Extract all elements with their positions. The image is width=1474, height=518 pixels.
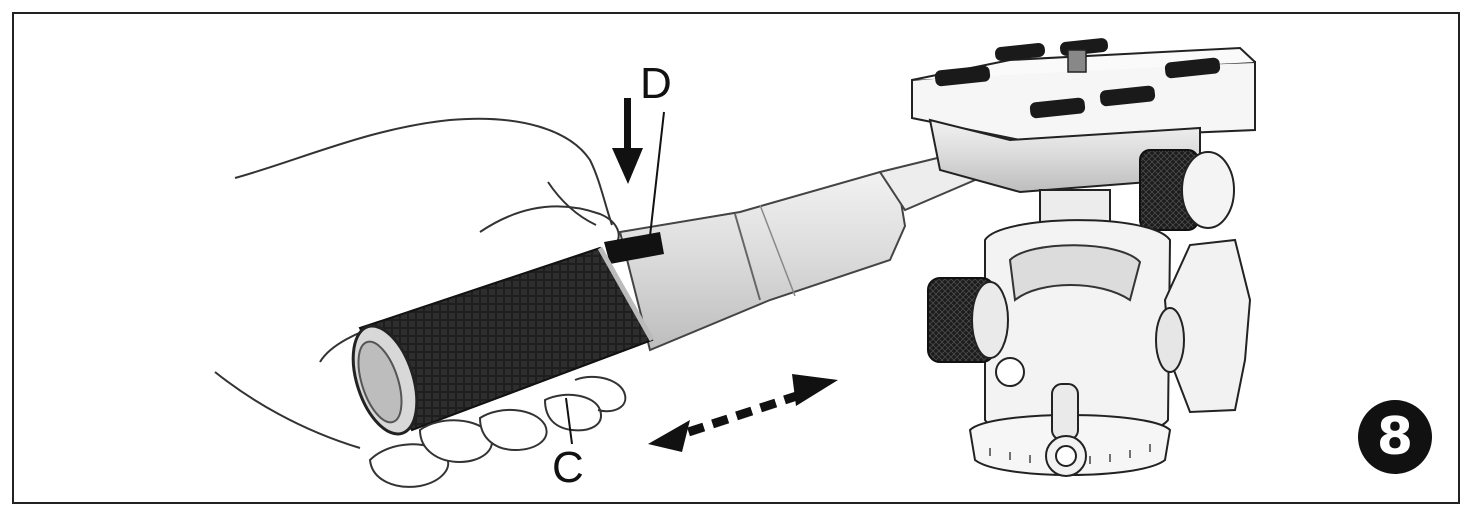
side-knob-left (927, 277, 1009, 363)
hand (214, 117, 620, 449)
lock-lever (1155, 238, 1252, 414)
panning-handle (351, 148, 977, 436)
callout-c: C (552, 443, 584, 492)
clamp-knob (1139, 149, 1235, 231)
leader-lines (565, 111, 665, 445)
fingers (368, 375, 627, 488)
press-arrow (612, 98, 643, 184)
ball-head (911, 38, 1256, 477)
callout-d: D (640, 59, 672, 108)
slide-arrow (648, 374, 838, 452)
step-badge: 8 (1358, 400, 1432, 474)
rubber-pads (934, 38, 1221, 119)
